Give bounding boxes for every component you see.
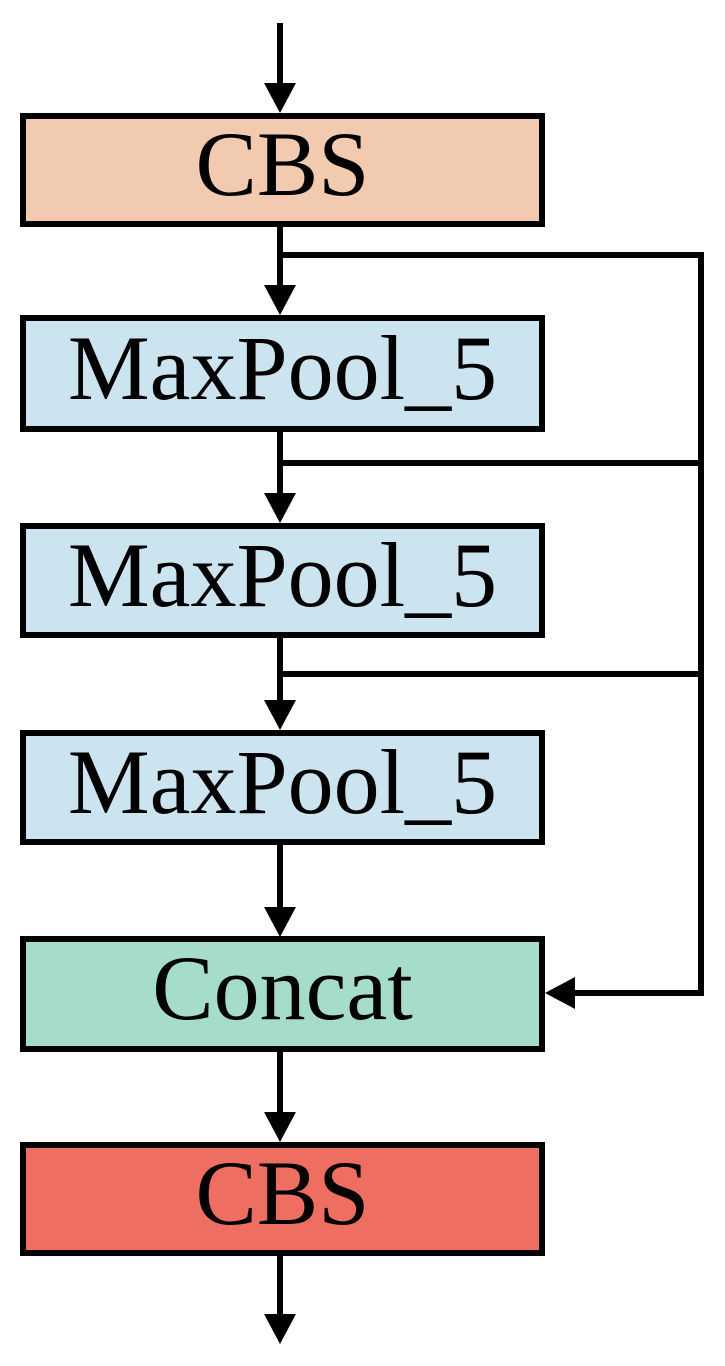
edge-maxpool1-to-maxpool2 (277, 432, 283, 495)
arrowhead-down-icon (264, 83, 296, 113)
arrowhead-left-icon (545, 977, 575, 1009)
node-maxpool-3: MaxPool_5 (20, 730, 545, 845)
node-label: Concat (152, 937, 413, 1039)
arrowhead-down-icon (264, 700, 296, 730)
edge-maxpool3-to-concat (277, 845, 283, 909)
node-label: CBS (195, 113, 370, 215)
edge-output-shaft (277, 1256, 283, 1316)
node-concat: Concat (20, 936, 545, 1052)
node-label: CBS (195, 1142, 370, 1244)
skip-branch-cbs (277, 252, 704, 258)
edge-concat-to-cbs (277, 1052, 283, 1114)
arrowhead-down-icon (264, 285, 296, 315)
node-maxpool-1: MaxPool_5 (20, 315, 545, 432)
skip-rail (698, 252, 704, 994)
node-maxpool-2: MaxPool_5 (20, 523, 545, 638)
node-label: MaxPool_5 (67, 730, 498, 833)
arrowhead-down-icon (264, 493, 296, 523)
arrowhead-down-icon (264, 907, 296, 937)
skip-into-concat (573, 990, 704, 996)
arrowhead-down-icon (264, 1112, 296, 1142)
node-cbs-bottom: CBS (20, 1142, 545, 1256)
arrowhead-down-icon (264, 1314, 296, 1344)
node-label: MaxPool_5 (67, 523, 498, 626)
skip-branch-maxpool2 (277, 671, 704, 677)
skip-branch-maxpool1 (277, 460, 704, 466)
edge-input-shaft (277, 23, 283, 85)
edge-maxpool2-to-maxpool3 (277, 638, 283, 702)
node-cbs-top: CBS (20, 113, 545, 227)
node-label: MaxPool_5 (67, 316, 498, 419)
